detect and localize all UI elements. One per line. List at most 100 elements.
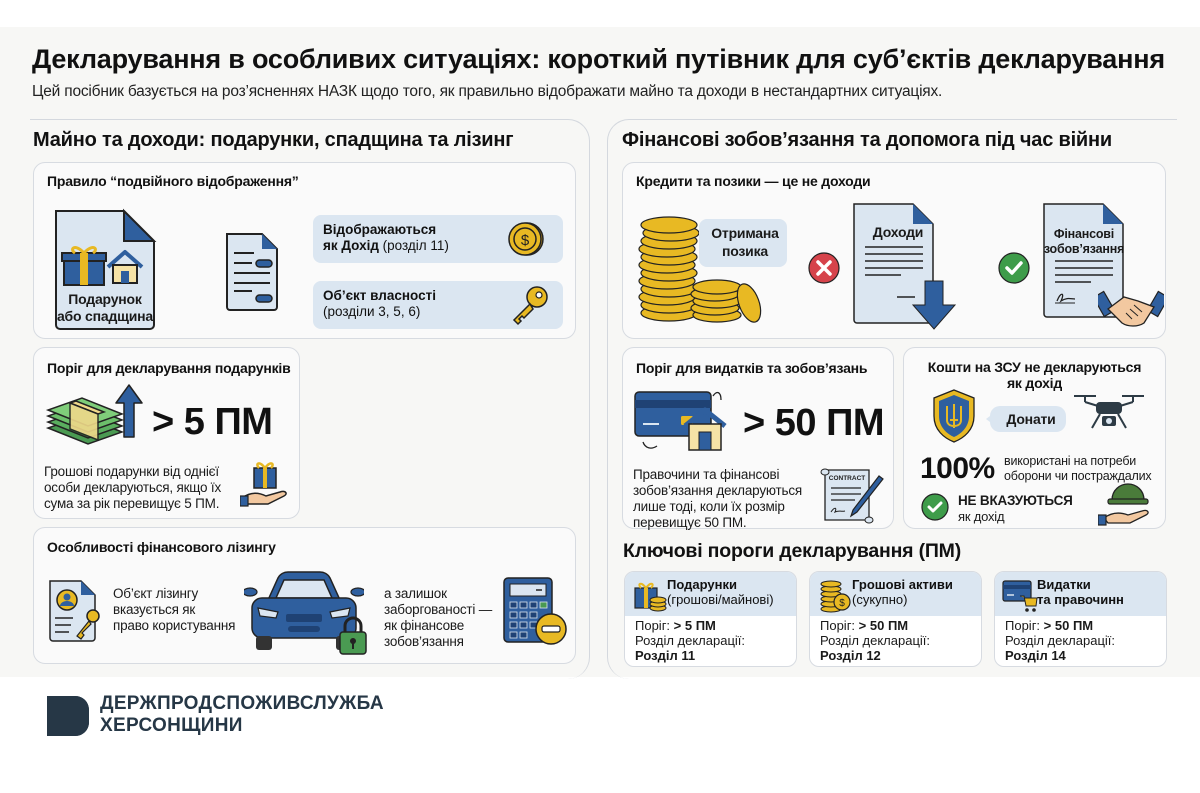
svg-text:$: $ [521,232,530,249]
leasing-text2-line3: як фінансове [384,618,465,633]
zsu-percent-desc-1: використані на потреби [1004,454,1137,468]
threshold-cash-name: Грошові активи [852,577,953,592]
threshold-gifts-name: Подарунки [667,577,737,592]
threshold-cash-section: Розділ 12 [820,648,881,663]
gift-threshold-desc-3: сума за рік перевищує 5 ПМ. [44,496,220,511]
expense-threshold-value: > 50 ПМ [743,402,885,444]
dual-rule-card: Правило “подвійного відображення” Подару… [33,162,576,339]
left-section-title: Майно та доходи: подарунки, спадщина та … [33,129,514,151]
threshold-expenses-subname: та правочинн [1037,592,1124,607]
threshold-expenses-value: > 50 ПМ [1043,618,1094,633]
zsu-donations-card: Кошти на ЗСУ не декларуються як дохід До… [903,347,1166,529]
property-pill: Об’єкт власності (розділи 3, 5, 6) [313,281,563,329]
expense-desc-4: перевищує 50 ПМ. [633,515,747,530]
donate-bubble [986,406,1066,432]
loan-label-pill [699,219,787,267]
trident-shield-icon [933,389,975,443]
property-pill-title: Об’єкт власності [323,288,436,303]
org-logo-icon [47,696,89,736]
threshold-gifts-subname: (грошові/майнові) [667,592,774,607]
left-section-frame [30,119,590,679]
contract-pen-icon: CONTRACT [820,468,884,524]
liabilities-document-icon [1043,203,1124,318]
leasing-title: Особливості фінансового лізингу [47,539,276,555]
gift-threshold-value: > 5 ПМ [152,401,273,443]
gift-threshold-title: Поріг для декларування подарунків [47,360,291,376]
lock-icon [339,616,367,655]
threshold-card-gifts: Подарунки (грошові/майнові) Поріг: > 5 П… [624,571,797,667]
loans-title: Кредити та позики — це не доходи [636,173,871,189]
zsu-percent: 100% [920,452,995,485]
right-section-frame [607,119,1177,679]
expense-threshold-card: Поріг для видатків та зобов’язань > 50 П… [622,347,894,530]
check-circle-icon [921,493,949,521]
threshold-card-expenses: Видатки та правочинн Поріг: > 50 ПМ Розд… [994,571,1167,667]
leasing-text2-line1: а залишок [384,586,447,601]
right-section-title: Фінансові зобов’язання та допомога під ч… [622,129,1112,151]
svg-text:CONTRACT: CONTRACT [829,475,865,482]
zsu-title-line2: як дохід [1006,375,1063,391]
coins-stack-icon [638,216,762,323]
leasing-text1-line1: Об’єкт лізингу [113,586,199,601]
org-name-line2: ХЕРСОНЩИНИ [100,715,243,736]
threshold-cash-subname: (сукупно) [852,592,908,607]
zsu-percent-desc-2: оборони чи постраждалих [1004,469,1152,483]
dual-rule-title: Правило “подвійного відображення” [47,173,299,189]
page-subtitle: Цей посібник базується на роз’ясненнях Н… [32,83,943,100]
expense-desc-2: зобов’язання декларуються [633,483,802,498]
car-icon [244,571,364,650]
expense-desc-1: Правочини та фінансові [633,467,780,482]
house-icon [106,250,144,284]
card-cart-icon [1002,580,1038,612]
gift-threshold-desc-1: Грошові подарунки від однієї [44,464,219,479]
document-down-icon [853,203,957,330]
loan-label-line1: Отримана [711,225,779,241]
key-thresholds-title: Ключові пороги декларування (ПМ) [623,540,962,562]
gift-hand-icon [240,462,287,507]
coin-dollar-icon: $ [508,222,544,256]
liab-doc-line1: Фінансові [1053,227,1115,241]
income-pill-section: (розділ 11) [378,238,449,253]
gift-threshold-card: Поріг для декларування подарунків > 5 ПМ… [33,347,300,519]
x-circle-icon [808,252,840,284]
arrow-up-icon [115,384,143,438]
property-pill-sections: (розділи 3, 5, 6) [323,304,421,319]
org-name: ДЕРЖПРОДСПОЖИВСЛУЖБА ХЕРСОНЩИНИ [100,693,384,737]
money-stack-icon [45,397,125,445]
loans-card: Кредити та позики — це не доходи Отриман… [622,162,1166,339]
gift-icon [61,246,107,286]
handshake-icon [1098,290,1164,327]
threshold-gifts-section: Розділ 11 [635,648,696,663]
threshold-expenses-section: Розділ 14 [1005,648,1066,663]
key-icon [512,286,548,326]
coins-dollar-icon: $ [820,580,851,613]
gift-or-inheritance-line2: або спадщина [56,308,154,324]
income-doc-label: Доходи [872,224,924,240]
card-house-icon [634,391,727,451]
check-circle-icon [998,252,1030,284]
contract-key-icon [49,580,100,642]
threshold-expenses-name: Видатки [1037,577,1091,592]
leasing-card: Особливості фінансового лізингу Об’єкт л… [33,527,576,664]
svg-text:$: $ [839,598,845,609]
leasing-text2-line4: зобов’язання [384,634,464,649]
leasing-text1-line2: вказується як [113,602,196,617]
page-title: Декларування в особливих ситуаціях: коро… [32,44,1165,74]
zsu-not-shown-rest: як дохід [958,509,1005,524]
leasing-text1-line3: право користування [113,618,236,633]
income-pill-line1: Відображаються [323,222,437,237]
leasing-text2-line2: заборгованості — [384,602,493,617]
gift-coins-icon [634,582,667,612]
expense-desc-3: лише тоді, коли їх розмір [633,499,785,514]
liab-doc-line2: зобов’язання [1043,242,1125,256]
loan-label-line2: позика [722,243,768,259]
helmet-hand-icon [1098,483,1149,526]
gift-threshold-desc-2: особи декларуються, якщо їх [44,480,222,495]
threshold-gifts-value: > 5 ПМ [673,618,716,633]
gift-or-inheritance-line1: Подарунок [68,291,142,307]
drone-icon [1074,395,1144,429]
expense-threshold-title: Поріг для видатків та зобов’язань [636,360,868,376]
threshold-card-cash-assets: $ Грошові активи (сукупно) Поріг: > 50 П… [809,571,982,667]
income-pill-bold: як Дохід [323,238,379,253]
infographic: Декларування в особливих ситуаціях: коро… [0,27,1200,679]
